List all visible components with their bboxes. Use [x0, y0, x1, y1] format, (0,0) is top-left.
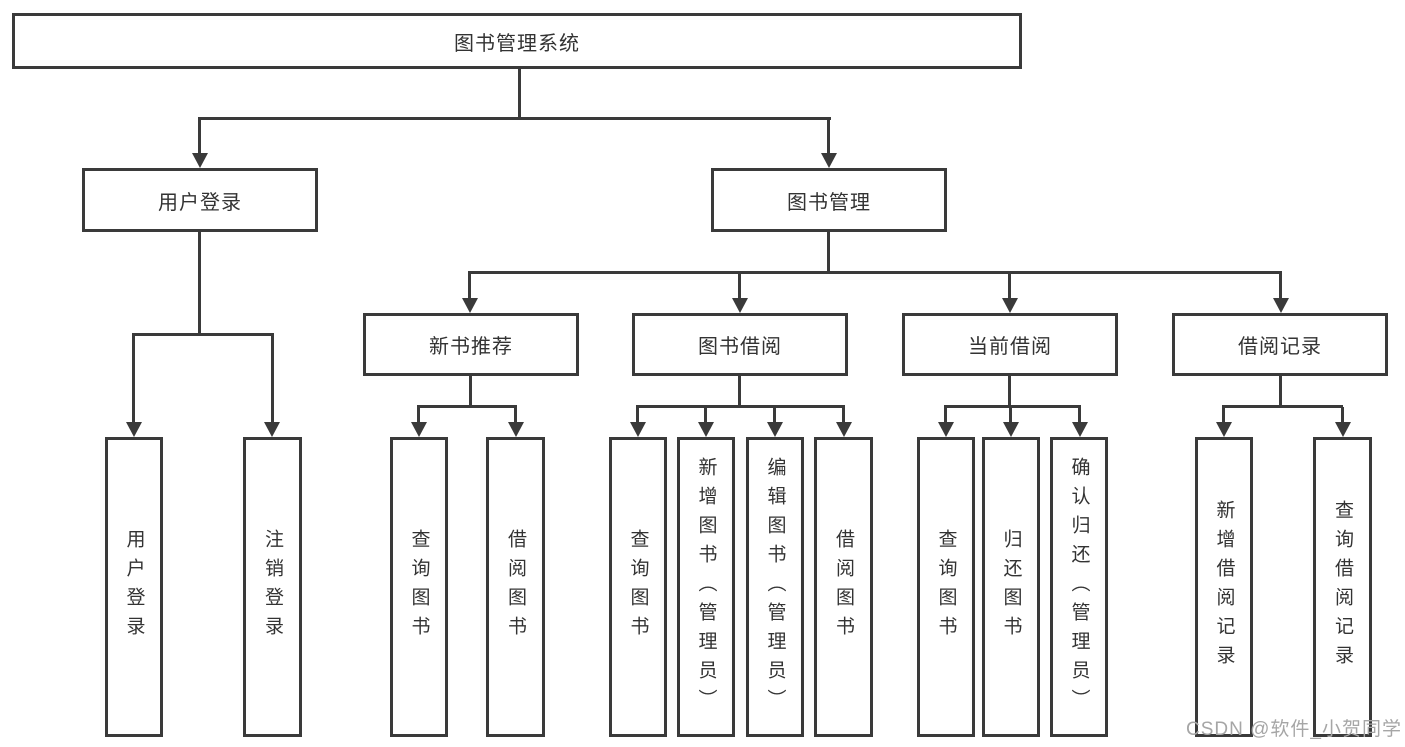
- connector-line: [132, 335, 135, 423]
- connector-arrowhead: [732, 298, 748, 313]
- node-new-book-recommendation: 新书推荐: [363, 313, 579, 376]
- connector-arrowhead: [1335, 422, 1351, 437]
- connector-arrowhead: [1003, 422, 1019, 437]
- leaf-return-books: 归还图书: [982, 437, 1040, 737]
- leaf-label: 查询图书: [408, 529, 430, 645]
- leaf-search-books-recommend: 查询图书: [390, 437, 448, 737]
- leaf-borrow-books-recommend: 借阅图书: [486, 437, 545, 737]
- connector-arrowhead: [411, 422, 427, 437]
- leaf-search-borrow-record: 查询借阅记录: [1313, 437, 1372, 737]
- node-label: 图书借阅: [698, 336, 782, 358]
- connector-line: [1279, 273, 1282, 299]
- leaf-search-books-borrowing: 查询图书: [609, 437, 667, 737]
- connector-line: [198, 117, 831, 120]
- leaf-label: 借阅图书: [833, 529, 854, 645]
- csdn-watermark: CSDN @软件_小贺同学: [1186, 719, 1402, 740]
- node-borrowing-records: 借阅记录: [1172, 313, 1388, 376]
- connector-line: [1222, 405, 1343, 408]
- node-book-management: 图书管理: [711, 168, 947, 232]
- connector-line: [198, 232, 201, 335]
- connector-line: [1008, 273, 1011, 299]
- connector-arrowhead: [836, 422, 852, 437]
- connector-arrowhead: [767, 422, 783, 437]
- connector-line: [1279, 376, 1282, 407]
- connector-line: [827, 119, 830, 154]
- connector-line: [1078, 407, 1081, 424]
- leaf-label: 确认归还（管理员）: [1068, 456, 1090, 718]
- connector-line: [417, 407, 420, 424]
- leaf-user-login: 用户登录: [105, 437, 163, 737]
- connector-line: [827, 232, 830, 273]
- node-label: 借阅记录: [1238, 336, 1322, 358]
- node-label: 当前借阅: [968, 336, 1052, 358]
- connector-line: [1008, 376, 1011, 407]
- leaf-label: 查询图书: [935, 529, 957, 645]
- connector-line: [636, 405, 845, 408]
- connector-line: [842, 407, 845, 424]
- leaf-label: 新增图书（管理员）: [695, 456, 717, 718]
- connector-arrowhead: [821, 153, 837, 168]
- connector-line: [738, 273, 741, 299]
- leaf-label: 借阅图书: [505, 529, 526, 645]
- node-book-borrowing: 图书借阅: [632, 313, 848, 376]
- connector-line: [944, 407, 947, 424]
- leaf-logout: 注销登录: [243, 437, 302, 737]
- connector-line: [704, 407, 707, 424]
- connector-line: [198, 119, 201, 154]
- leaf-label: 归还图书: [1000, 529, 1022, 645]
- connector-arrowhead: [1273, 298, 1289, 313]
- connector-line: [132, 333, 274, 336]
- connector-arrowhead: [264, 422, 280, 437]
- connector-arrowhead: [126, 422, 142, 437]
- leaf-label: 注销登录: [262, 529, 283, 645]
- leaf-label: 查询借阅记录: [1332, 500, 1353, 674]
- connector-arrowhead: [508, 422, 524, 437]
- connector-line: [468, 273, 471, 299]
- connector-arrowhead: [192, 153, 208, 168]
- leaf-confirm-return-admin: 确认归还（管理员）: [1050, 437, 1108, 737]
- connector-arrowhead: [1216, 422, 1232, 437]
- leaf-borrow-books: 借阅图书: [814, 437, 873, 737]
- connector-line: [773, 407, 776, 424]
- connector-line: [514, 407, 517, 424]
- leaf-add-books-admin: 新增图书（管理员）: [677, 437, 735, 737]
- connector-line: [271, 335, 274, 423]
- leaf-add-borrow-record: 新增借阅记录: [1195, 437, 1253, 737]
- leaf-label: 新增借阅记录: [1213, 500, 1235, 674]
- connector-line: [636, 407, 639, 424]
- node-label: 图书管理: [787, 191, 871, 214]
- node-user-login: 用户登录: [82, 168, 318, 232]
- leaf-label: 查询图书: [627, 529, 649, 645]
- connector-line: [468, 271, 1282, 274]
- connector-line: [469, 376, 472, 407]
- connector-arrowhead: [698, 422, 714, 437]
- leaf-search-books-current: 查询图书: [917, 437, 975, 737]
- connector-line: [1222, 407, 1225, 424]
- leaf-label: 编辑图书（管理员）: [764, 456, 786, 718]
- connector-line: [738, 376, 741, 407]
- leaf-edit-books-admin: 编辑图书（管理员）: [746, 437, 804, 737]
- node-library-management-system: 图书管理系统: [12, 13, 1022, 69]
- node-current-borrowing: 当前借阅: [902, 313, 1118, 376]
- connector-line: [944, 405, 1081, 408]
- connector-line: [417, 405, 517, 408]
- connector-line: [1341, 407, 1344, 424]
- leaf-label: 用户登录: [123, 529, 145, 645]
- connector-arrowhead: [630, 422, 646, 437]
- connector-line: [1009, 407, 1012, 424]
- node-label: 图书管理系统: [454, 32, 580, 55]
- connector-arrowhead: [1002, 298, 1018, 313]
- node-label: 新书推荐: [429, 336, 513, 358]
- connector-line: [518, 69, 521, 118]
- connector-arrowhead: [1072, 422, 1088, 437]
- node-label: 用户登录: [158, 191, 242, 214]
- connector-arrowhead: [462, 298, 478, 313]
- connector-arrowhead: [938, 422, 954, 437]
